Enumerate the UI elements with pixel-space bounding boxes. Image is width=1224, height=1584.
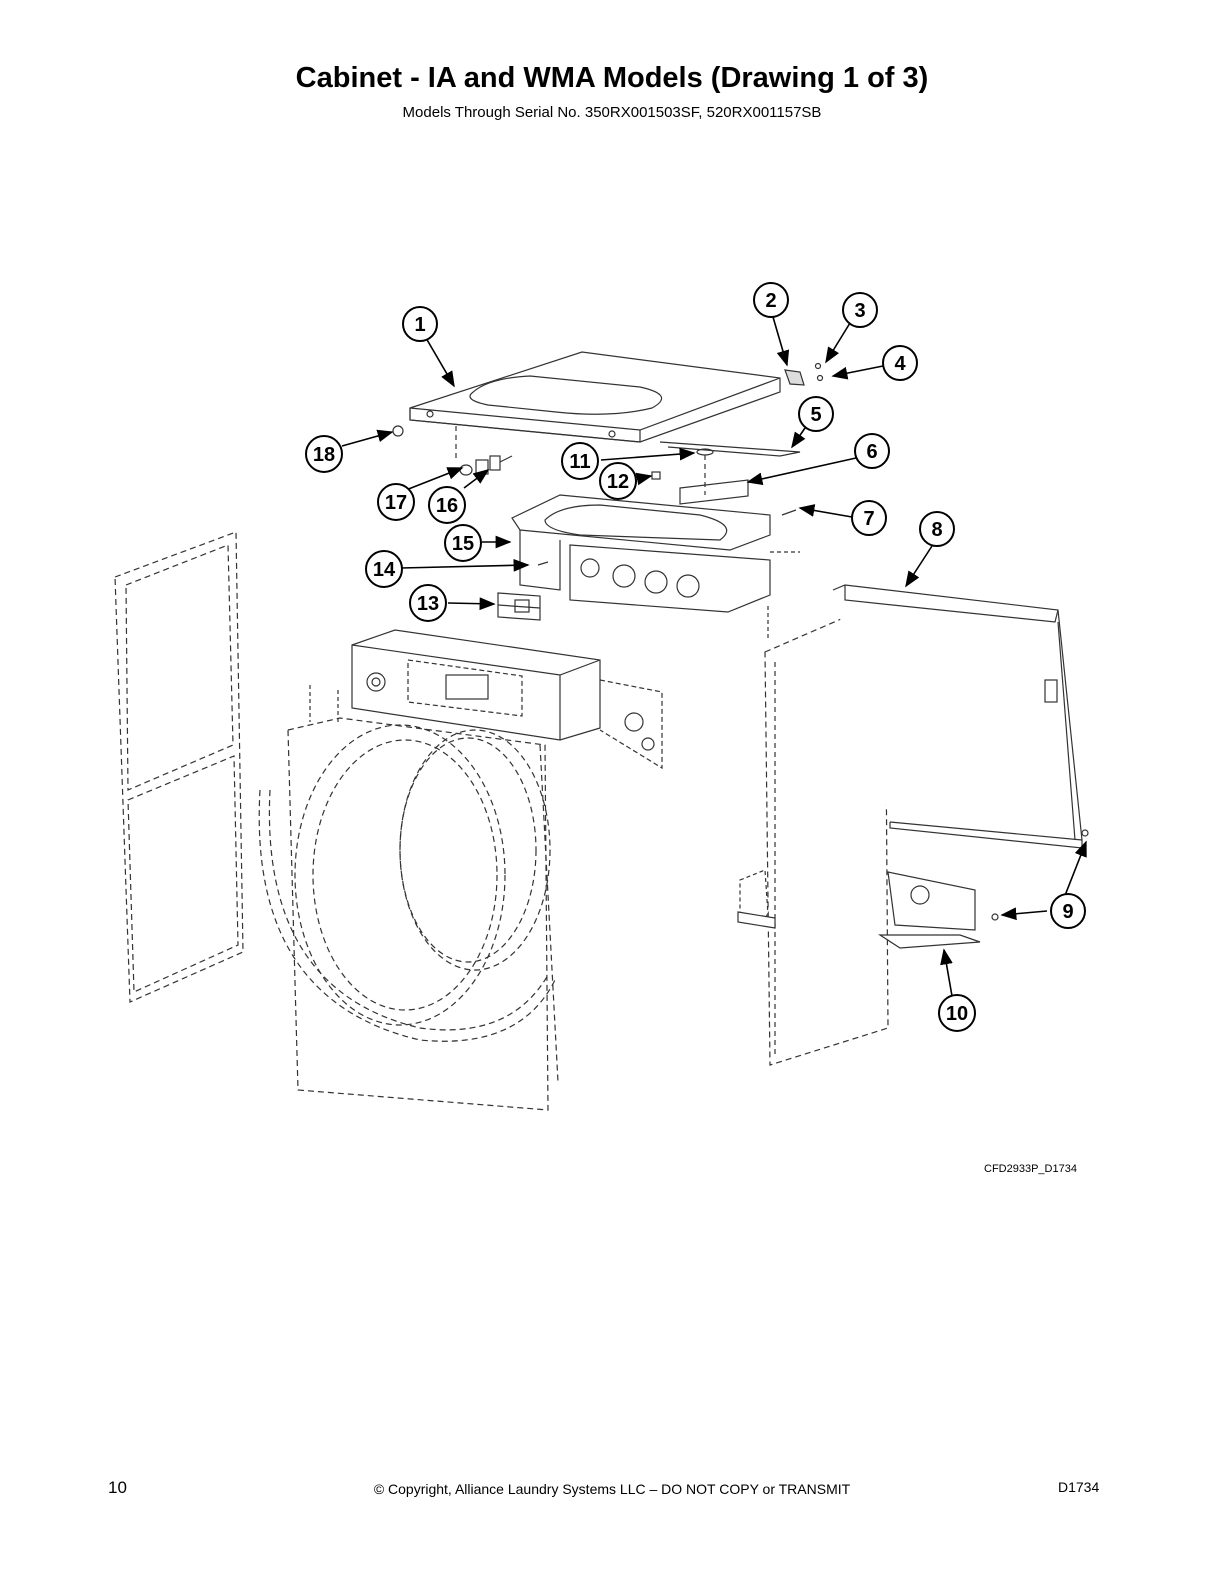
leader-arrows [341, 316, 1087, 997]
callout-10: 10 [938, 994, 976, 1032]
svg-text:12: 12 [607, 471, 629, 493]
grommet [696, 448, 714, 456]
callout-9: 9 [1050, 893, 1086, 929]
nut [816, 374, 824, 382]
callout-12: 12 [599, 462, 637, 500]
svg-text:9: 9 [1062, 901, 1073, 923]
svg-text:2: 2 [765, 290, 776, 312]
bracket-screw [991, 913, 999, 921]
callout-1: 1 [402, 306, 438, 342]
svg-text:15: 15 [452, 533, 474, 555]
svg-text:7: 7 [863, 508, 874, 530]
svg-text:8: 8 [931, 519, 942, 541]
callout-13: 13 [409, 584, 447, 622]
callout-16: 16 [428, 486, 466, 524]
bumper [392, 425, 404, 437]
copyright-notice: © Copyright, Alliance Laundry Systems LL… [373, 1481, 851, 1497]
page-title: Cabinet - IA and WMA Models (Drawing 1 o… [295, 62, 929, 94]
rear-screw [1081, 829, 1089, 837]
callout-11: 11 [561, 442, 599, 480]
svg-text:6: 6 [866, 441, 877, 463]
svg-text:3: 3 [854, 300, 865, 322]
callout-18: 18 [305, 435, 343, 473]
control-console [351, 629, 663, 770]
callout-3: 3 [842, 292, 878, 328]
svg-text:14: 14 [373, 559, 396, 581]
svg-text:17: 17 [385, 492, 407, 514]
callout-2: 2 [753, 282, 789, 318]
svg-text:16: 16 [436, 495, 458, 517]
callout-14: 14 [365, 550, 403, 588]
hinge-bracket [784, 369, 805, 386]
drawing-code: CFD2933P_D1734 [984, 1163, 1077, 1175]
callout-15: 15 [444, 524, 482, 562]
rear-panel [832, 584, 1083, 849]
screw [814, 362, 822, 370]
callouts: 1 2 3 4 5 6 7 8 9 10 11 12 13 14 15 16 1… [305, 282, 1086, 1032]
callout-6: 6 [854, 433, 890, 469]
switch-bracket [497, 592, 541, 621]
callout-4: 4 [882, 345, 918, 381]
screw-right [781, 509, 797, 516]
svg-text:5: 5 [810, 404, 821, 426]
callout-5: 5 [798, 396, 834, 432]
top-panel [409, 351, 801, 457]
front-panel [258, 717, 559, 1111]
svg-text:18: 18 [313, 444, 335, 466]
svg-text:1: 1 [414, 314, 425, 336]
screw-left [537, 561, 549, 566]
page-subtitle: Models Through Serial No. 350RX001503SF,… [402, 104, 822, 121]
control-support-bracket [511, 479, 771, 613]
page-number: 10 [108, 1478, 127, 1497]
callout-7: 7 [851, 500, 887, 536]
svg-text:13: 13 [417, 593, 439, 615]
bottom-bracket [737, 869, 981, 949]
callout-8: 8 [919, 511, 955, 547]
svg-text:11: 11 [569, 451, 590, 473]
svg-text:10: 10 [946, 1003, 968, 1025]
callout-17: 17 [377, 483, 415, 521]
left-side-panel [114, 531, 244, 1003]
clip [651, 471, 661, 480]
document-code: D1734 [1058, 1479, 1100, 1495]
svg-text:4: 4 [894, 353, 906, 375]
